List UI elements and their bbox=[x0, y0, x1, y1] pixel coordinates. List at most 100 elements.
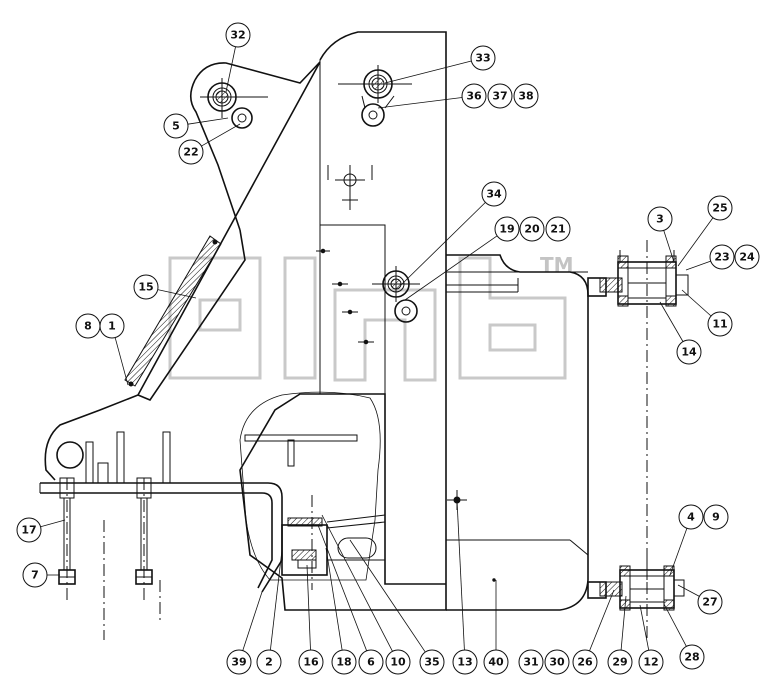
leader-line-10 bbox=[321, 514, 393, 652]
callout-bubble-25: 25 bbox=[707, 195, 733, 221]
callout-bubble-33: 33 bbox=[470, 45, 496, 71]
callout-bubble-2: 2 bbox=[256, 649, 282, 675]
callout-bubble-13: 13 bbox=[452, 649, 478, 675]
callout-label-31: 31 bbox=[523, 656, 538, 669]
leader-line-39 bbox=[242, 591, 263, 651]
callout-label-27: 27 bbox=[702, 596, 717, 609]
callout-circle-23 bbox=[709, 244, 735, 270]
callout-label-37: 37 bbox=[492, 90, 507, 103]
plate-holes bbox=[316, 165, 374, 345]
callout-circle-9 bbox=[703, 504, 729, 530]
callout-circle-24 bbox=[734, 244, 760, 270]
callout-bubble-10: 10 bbox=[385, 649, 411, 675]
callout-bubble-21: 21 bbox=[545, 216, 571, 242]
callout-circle-40 bbox=[483, 649, 509, 675]
leader-line-5 bbox=[187, 117, 229, 125]
lower-spring-assembly bbox=[281, 495, 386, 590]
callout-circle-11 bbox=[707, 311, 733, 337]
watermark-logo: TM bbox=[168, 253, 574, 382]
callout-bubble-16: 16 bbox=[298, 649, 324, 675]
callout-circle-12 bbox=[638, 649, 664, 675]
callout-circle-3 bbox=[647, 206, 673, 232]
watermark-trademark: TM bbox=[540, 253, 574, 277]
callout-label-29: 29 bbox=[612, 656, 627, 669]
callout-label-14: 14 bbox=[681, 346, 697, 359]
callout-label-23: 23 bbox=[714, 251, 729, 264]
callout-bubble-1: 1 bbox=[99, 313, 125, 339]
callout-circle-33 bbox=[470, 45, 496, 71]
callout-bubble-37: 37 bbox=[487, 83, 513, 109]
callout-circle-34 bbox=[481, 181, 507, 207]
leader-line-34 bbox=[400, 202, 486, 286]
callout-bubble-7: 7 bbox=[22, 562, 48, 588]
leader-line-36 bbox=[377, 97, 463, 109]
callout-circle-25 bbox=[707, 195, 733, 221]
upper-bearing-assembly bbox=[587, 240, 689, 580]
callout-circle-20 bbox=[519, 216, 545, 242]
inner-cavity bbox=[239, 391, 381, 581]
leader-line-35 bbox=[349, 539, 426, 653]
leader-line-4 bbox=[669, 528, 688, 576]
leader-line-32 bbox=[225, 46, 236, 93]
callout-bubble-22: 22 bbox=[178, 139, 204, 165]
callout-label-5: 5 bbox=[172, 120, 180, 133]
callout-bubble-9: 9 bbox=[703, 504, 729, 530]
callout-label-20: 20 bbox=[524, 223, 540, 236]
angled-support-arm bbox=[44, 61, 321, 481]
leader-line-29 bbox=[620, 595, 627, 651]
callout-circle-21 bbox=[545, 216, 571, 242]
callout-bubble-39: 39 bbox=[226, 649, 252, 675]
callout-bubble-29: 29 bbox=[607, 649, 633, 675]
leader-line-27 bbox=[677, 584, 700, 597]
leader-line-1 bbox=[114, 337, 129, 386]
leader-line-28 bbox=[663, 603, 687, 647]
callout-bubble-19: 19 bbox=[494, 216, 520, 242]
callout-circle-4 bbox=[678, 504, 704, 530]
callout-bubble-12: 12 bbox=[638, 649, 664, 675]
callout-bubble-4: 4 bbox=[678, 504, 704, 530]
callout-bubble-28: 28 bbox=[679, 644, 705, 670]
callout-bubble-26: 26 bbox=[572, 649, 598, 675]
leader-line-13 bbox=[456, 499, 465, 651]
callout-label-19: 19 bbox=[499, 223, 514, 236]
callout-bubble-3: 3 bbox=[647, 206, 673, 232]
leader-line-11 bbox=[681, 289, 712, 317]
callout-label-6: 6 bbox=[367, 656, 375, 669]
callout-bubble-17: 17 bbox=[16, 517, 42, 543]
callout-bubble-5: 5 bbox=[163, 113, 189, 139]
callout-circle-16 bbox=[298, 649, 324, 675]
callout-circle-26 bbox=[572, 649, 598, 675]
middle-pivot bbox=[372, 266, 420, 323]
leader-line-22 bbox=[201, 123, 241, 147]
callout-circle-22 bbox=[178, 139, 204, 165]
callout-bubble-30: 30 bbox=[544, 649, 570, 675]
callout-bubble-11: 11 bbox=[707, 311, 733, 337]
callout-circle-39 bbox=[226, 649, 252, 675]
callout-bubble-18: 18 bbox=[331, 649, 357, 675]
callout-label-1: 1 bbox=[108, 320, 116, 333]
callout-circle-18 bbox=[331, 649, 357, 675]
callout-circle-14 bbox=[676, 339, 702, 365]
callout-label-7: 7 bbox=[31, 569, 39, 582]
callout-label-18: 18 bbox=[336, 656, 351, 669]
callout-label-30: 30 bbox=[549, 656, 565, 669]
callout-circle-15 bbox=[133, 274, 159, 300]
leader-line-6 bbox=[317, 524, 368, 651]
callout-circle-10 bbox=[385, 649, 411, 675]
callout-label-11: 11 bbox=[712, 318, 727, 331]
callout-label-33: 33 bbox=[475, 52, 490, 65]
callout-circle-27 bbox=[697, 589, 723, 615]
leader-line-33 bbox=[384, 60, 472, 84]
callout-label-21: 21 bbox=[550, 223, 565, 236]
callout-circle-19 bbox=[494, 216, 520, 242]
callout-label-2: 2 bbox=[265, 656, 273, 669]
leader-line-26 bbox=[589, 589, 615, 652]
callout-label-38: 38 bbox=[518, 90, 533, 103]
callout-label-9: 9 bbox=[712, 511, 720, 524]
callout-circle-29 bbox=[607, 649, 633, 675]
callout-circle-31 bbox=[518, 649, 544, 675]
callout-bubble-15: 15 bbox=[133, 274, 159, 300]
